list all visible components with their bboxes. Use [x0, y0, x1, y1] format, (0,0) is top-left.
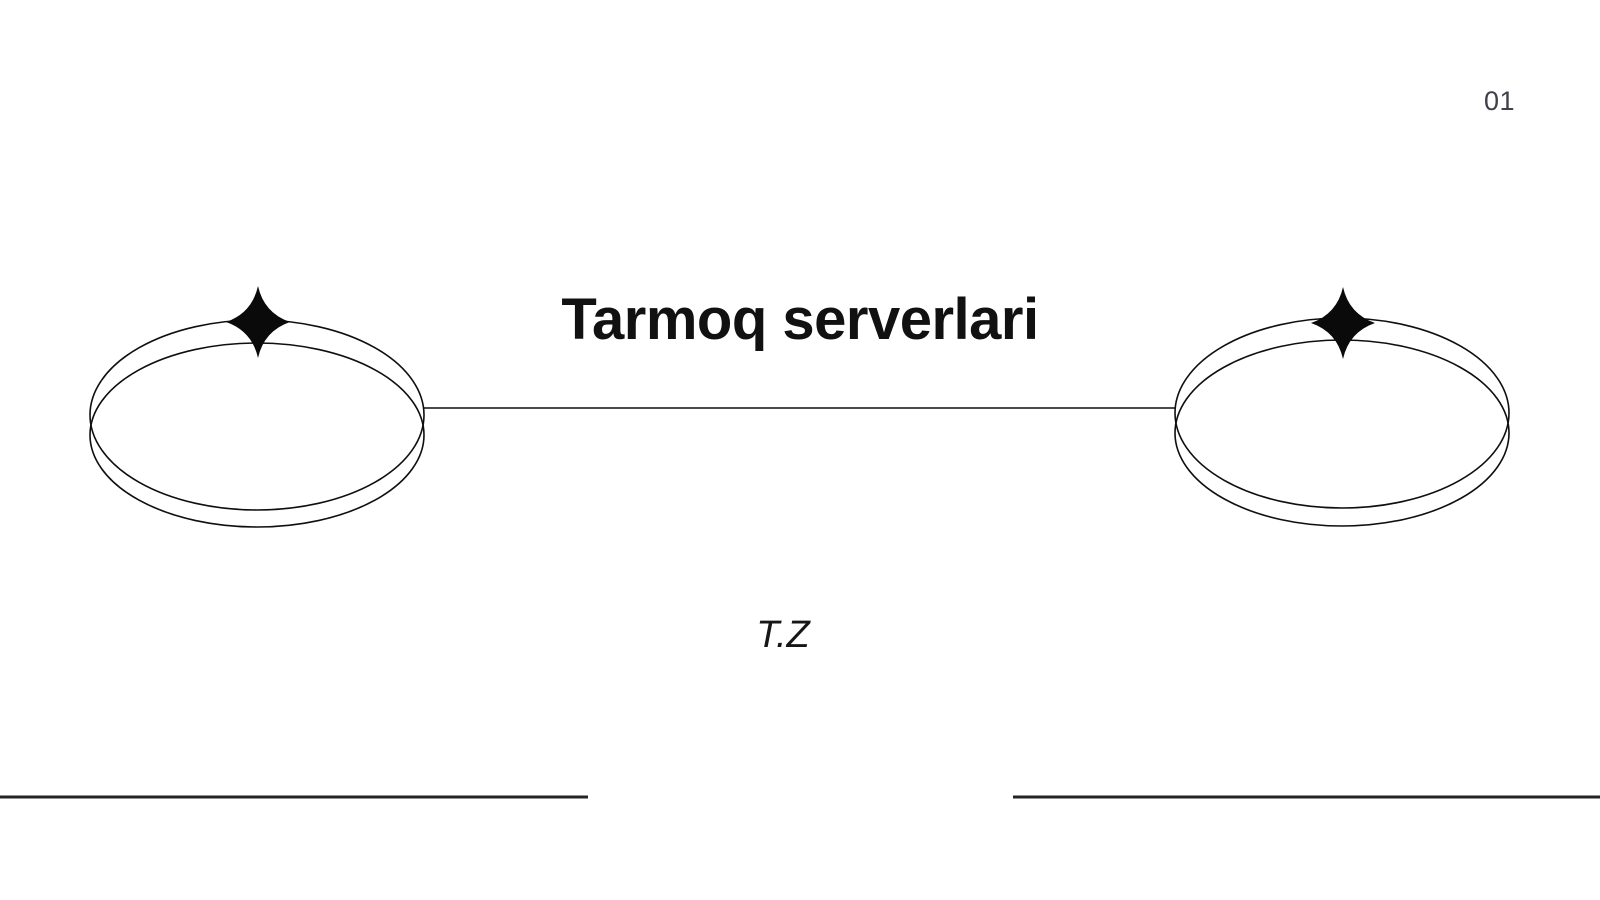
left-node-ring: [89, 286, 425, 528]
page-number: 01: [1483, 86, 1515, 116]
slide-title: Tarmoq serverlari: [561, 287, 1039, 352]
left-node-lower-ellipse: [89, 342, 425, 528]
slide-subtitle-author-initials: T.Z: [756, 614, 810, 656]
right-sparkle-icon: [1311, 287, 1375, 359]
left-sparkle-icon: [226, 286, 290, 358]
right-node-lower-ellipse: [1174, 339, 1510, 527]
right-node-ring: [1174, 287, 1510, 527]
